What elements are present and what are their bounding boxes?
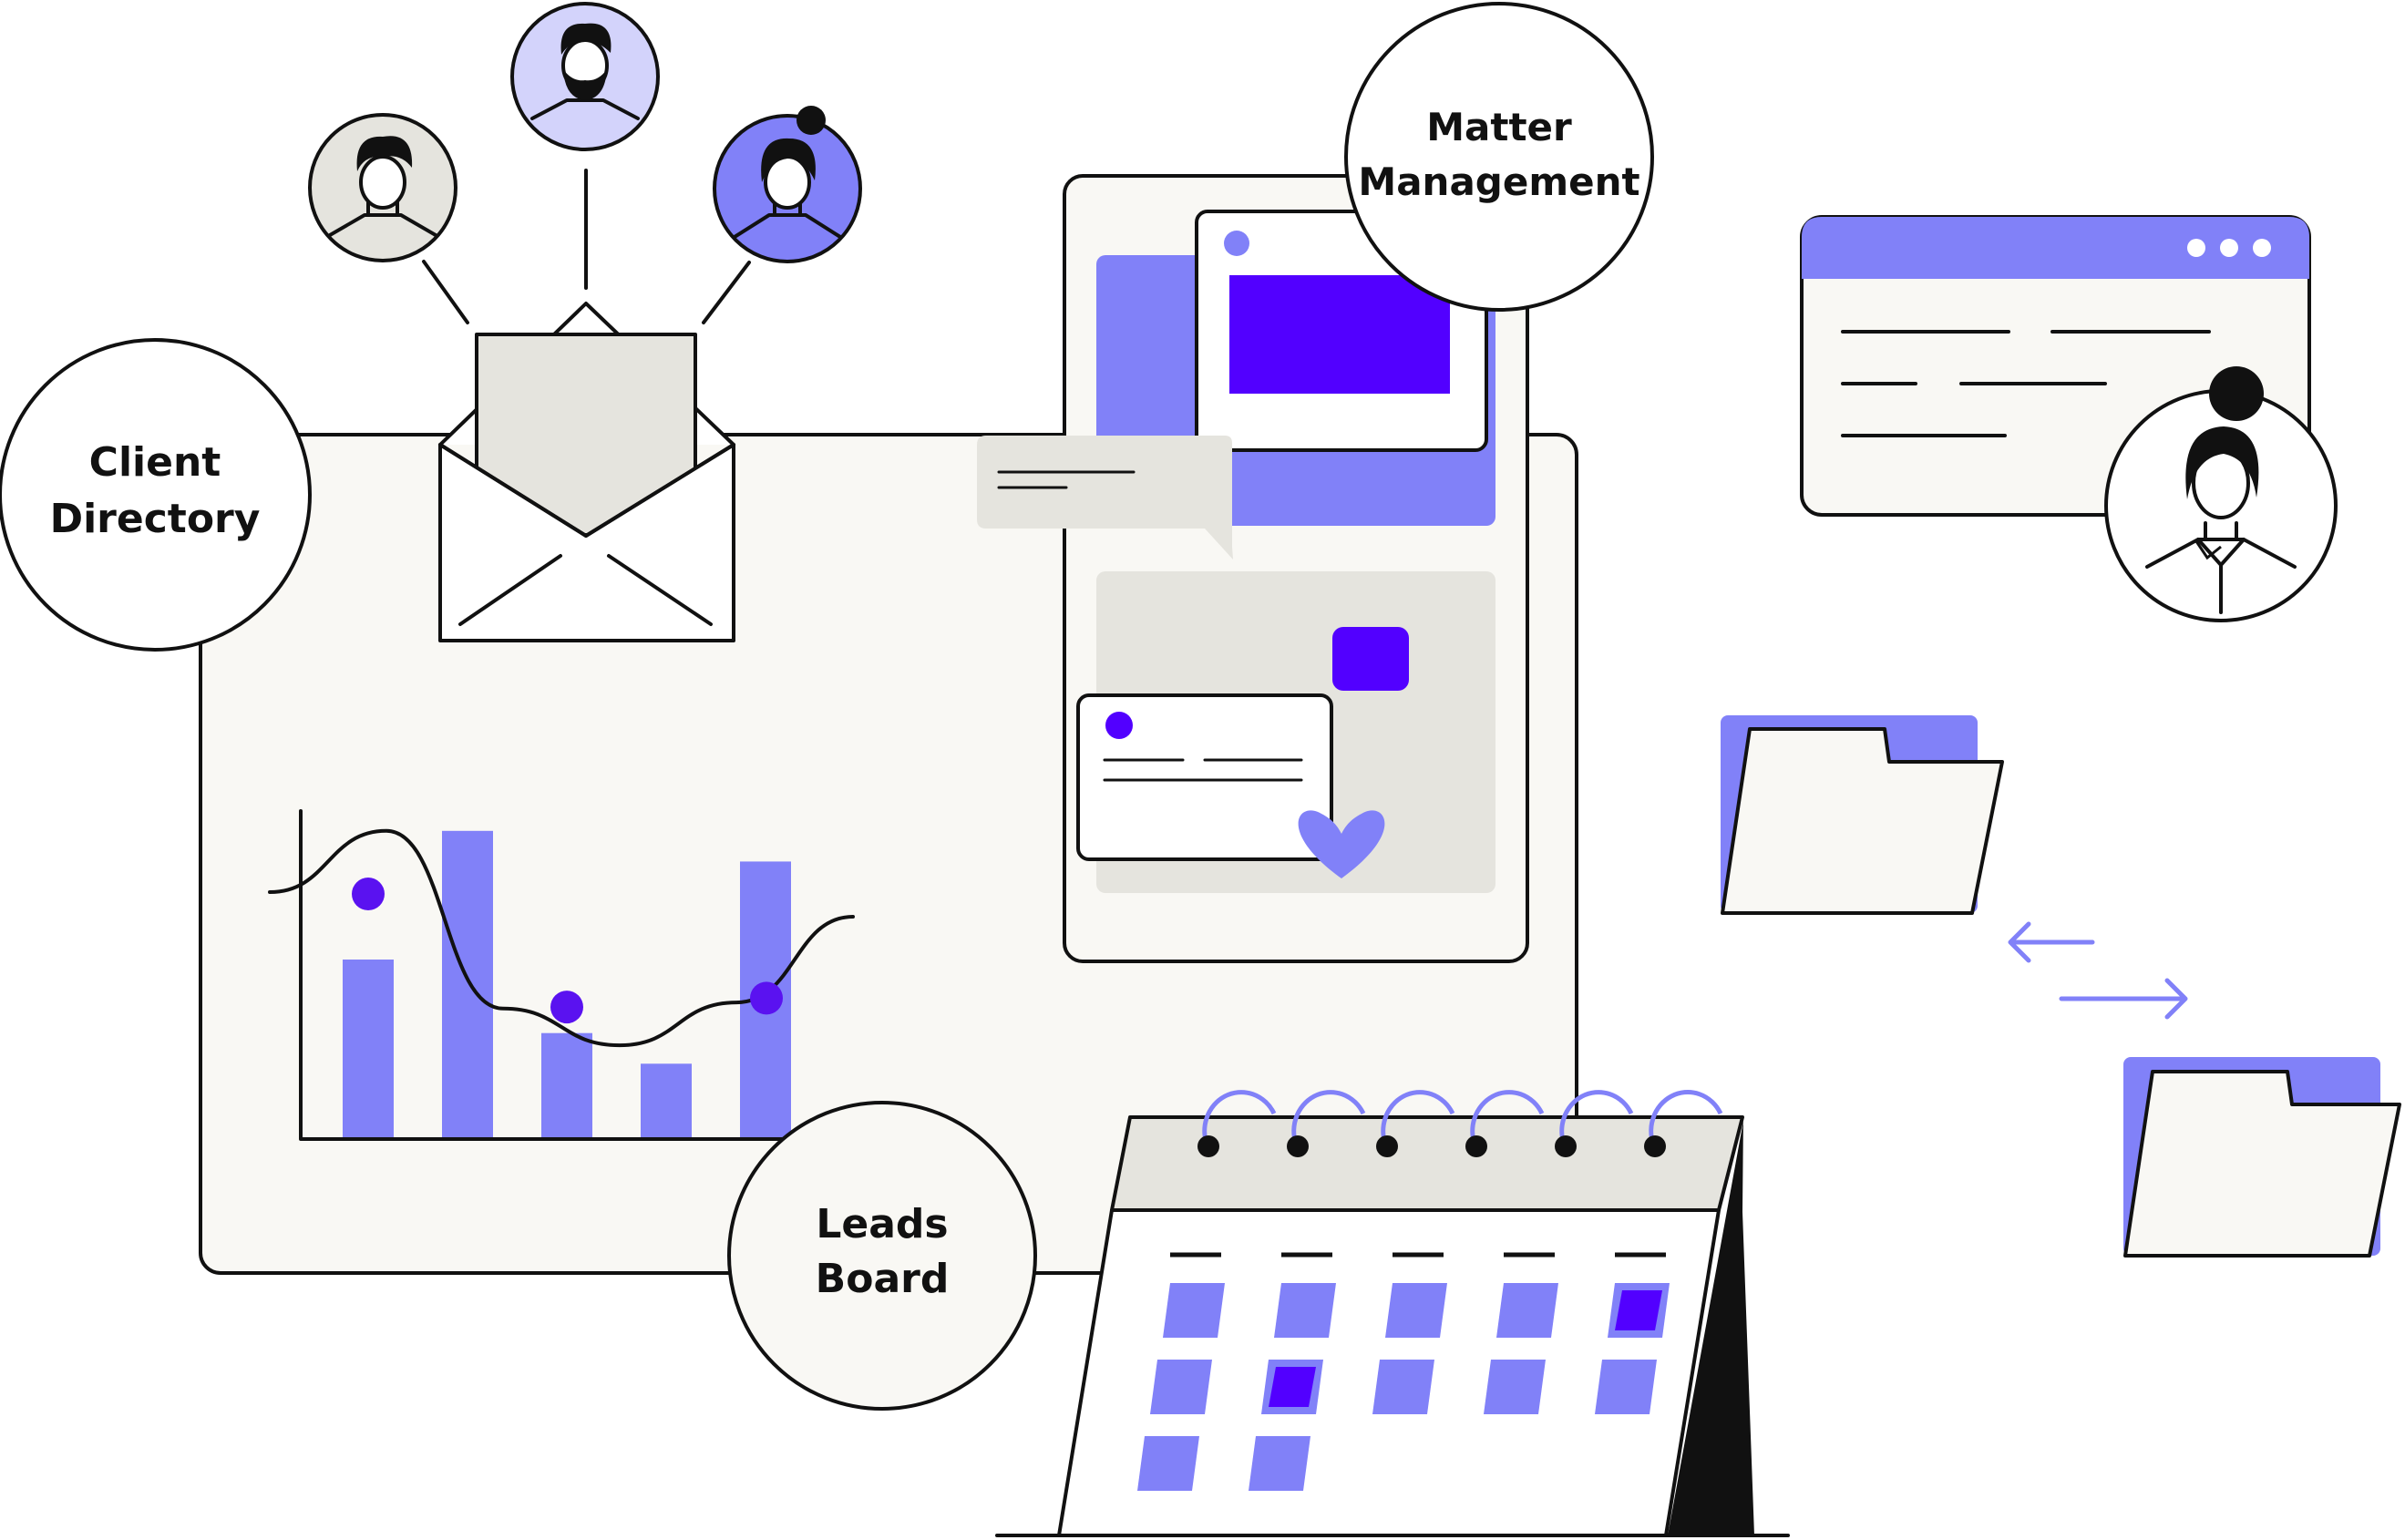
calendar-day-highlight [1615,1290,1662,1330]
transfer-arrows-icon [2008,921,2188,1020]
user-avatar [2104,366,2338,622]
calendar-ring-hole [1197,1135,1219,1157]
calendar-day-highlight [1269,1367,1316,1407]
notification-square [1332,627,1409,691]
avatar-connectors [422,169,751,324]
folder-icon [2123,1057,2401,1258]
calendar-day [1484,1360,1546,1414]
chart-bar [541,1032,592,1137]
calendar-ring [1649,1090,1723,1150]
calendar-day [1595,1360,1657,1414]
message-card [1076,693,1333,861]
leads-board-label-line1: Leads [816,1201,948,1247]
open-envelope-icon [438,302,735,642]
calendar-day [1150,1360,1212,1414]
chart-point [352,878,385,911]
chart-bar [442,830,493,1137]
leads-chart [268,809,855,1141]
chat-bubble-icon [977,436,1233,560]
chart-bar [641,1063,692,1137]
folder-icon [1721,715,2004,915]
chart-point [750,981,783,1015]
calendar-day [1249,1436,1310,1491]
calendar-ring [1559,1090,1634,1150]
matter-management-label-line1: Matter [1426,105,1572,149]
calendar-day [1372,1360,1434,1414]
calendar-ring-hole [1555,1135,1577,1157]
person-icon [308,113,457,262]
calendar-ring-hole [1287,1135,1309,1157]
matter-device [977,174,1529,963]
calendar-ring-hole [1465,1135,1487,1157]
calendar-ring-hole [1376,1135,1398,1157]
calendar-day [1385,1283,1447,1338]
calendar-ring-hole [1644,1135,1666,1157]
calendar-ring [1291,1090,1366,1150]
calendar-day [1137,1436,1199,1491]
leads-board-label-line2: Board [816,1256,950,1302]
chart-bar [343,960,394,1137]
calendar-icon [995,1090,1790,1537]
calendar-ring [1202,1090,1277,1150]
client-directory-label-line1: Client [89,439,221,486]
chart-axes [299,809,786,1141]
leads-board-badge: Leads Board [727,1101,1037,1411]
matter-management-label-line2: Management [1358,159,1639,204]
client-directory-badge: Client Directory [0,338,312,652]
heart-icon [1298,810,1385,878]
calendar-day [1163,1283,1225,1338]
calendar-ring [1381,1090,1455,1150]
calendar-ring [1470,1090,1545,1150]
woman-bun-icon [713,106,862,263]
chart-point [550,991,583,1024]
client-directory-label-line2: Directory [50,496,261,542]
calendar-day [1496,1283,1558,1338]
calendar-day [1274,1283,1336,1338]
matter-management-badge: Matter Management [1344,2,1654,312]
bearded-person-icon [510,2,660,151]
